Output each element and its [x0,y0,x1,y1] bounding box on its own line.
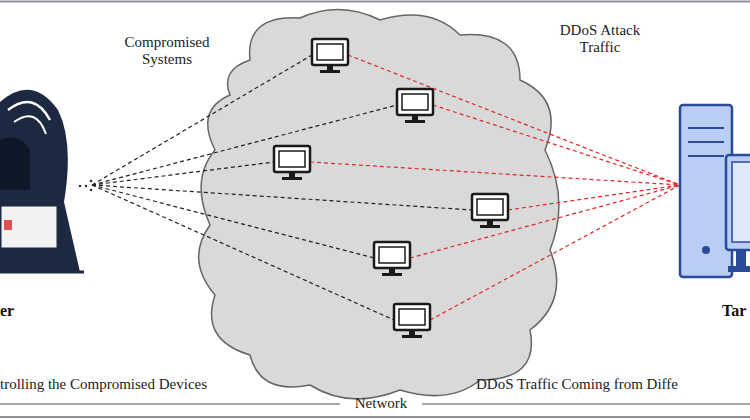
attack-lines [310,55,680,320]
frame-line [0,1,750,3]
caption-fragment: trolling the Compromised Devices [0,376,300,393]
caption-fragment: DDoS Traffic Coming from Diffe [476,376,750,393]
target-node: Tar [672,100,750,325]
origin-dots [79,180,93,192]
attacker-figure [0,80,95,325]
attacker-node: er [0,80,95,325]
network-label: Network [342,395,420,412]
bottom-rule [422,404,750,405]
target-label: Tar [722,302,746,320]
attacker-label: er [0,302,14,320]
frame-line [0,416,750,418]
bottom-rule [0,404,340,405]
traffic-label: DDoS Attack Traffic [552,22,648,56]
cloud-label: Compromised Systems [112,34,222,68]
control-lines [92,55,472,320]
compromised-monitors [274,39,508,338]
target-computer [672,100,750,325]
